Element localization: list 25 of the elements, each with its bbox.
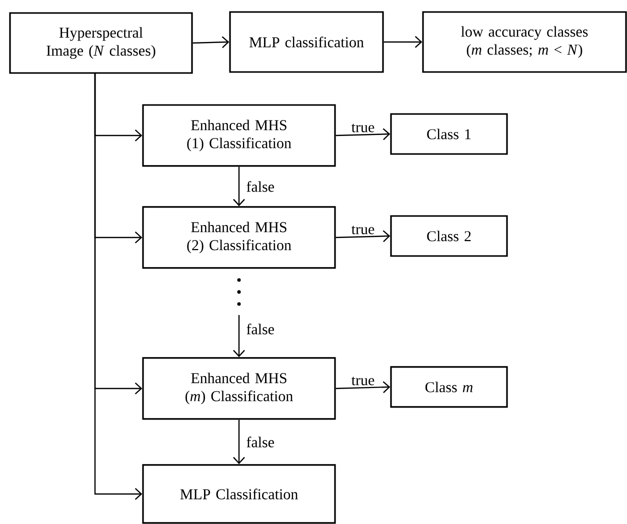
arrow — [233, 166, 245, 206]
edge-label: true — [350, 376, 376, 386]
process-box: low accuracy classes (m classes; m < N) — [422, 11, 627, 73]
edge-label: true — [350, 122, 376, 134]
process-box: Hyperspectral Image (N classes) — [9, 12, 193, 74]
arrow — [384, 36, 422, 48]
process-box: Enhanced MHS (1) Classification — [142, 104, 336, 167]
arrow — [336, 128, 390, 140]
process-box: MLP Classification — [142, 464, 336, 524]
process-box: Enhanced MHS (m) Classification — [142, 357, 336, 420]
arrow — [94, 73, 142, 500]
class-box: Class 1 — [390, 113, 508, 155]
edge-label: false — [245, 322, 276, 336]
arrow — [336, 381, 390, 394]
process-box: MLP classification — [229, 11, 384, 73]
edge-label: true — [350, 224, 376, 236]
class-box: Class m — [390, 366, 508, 408]
edge-label: false — [245, 180, 276, 193]
arrow — [192, 36, 230, 48]
arrow — [233, 314, 245, 358]
process-box: Enhanced MHS (2) Classification — [142, 206, 336, 269]
edge-label: false — [245, 436, 276, 448]
arrow — [336, 230, 390, 242]
class-box: Class 2 — [390, 215, 508, 257]
arrow — [233, 420, 245, 464]
